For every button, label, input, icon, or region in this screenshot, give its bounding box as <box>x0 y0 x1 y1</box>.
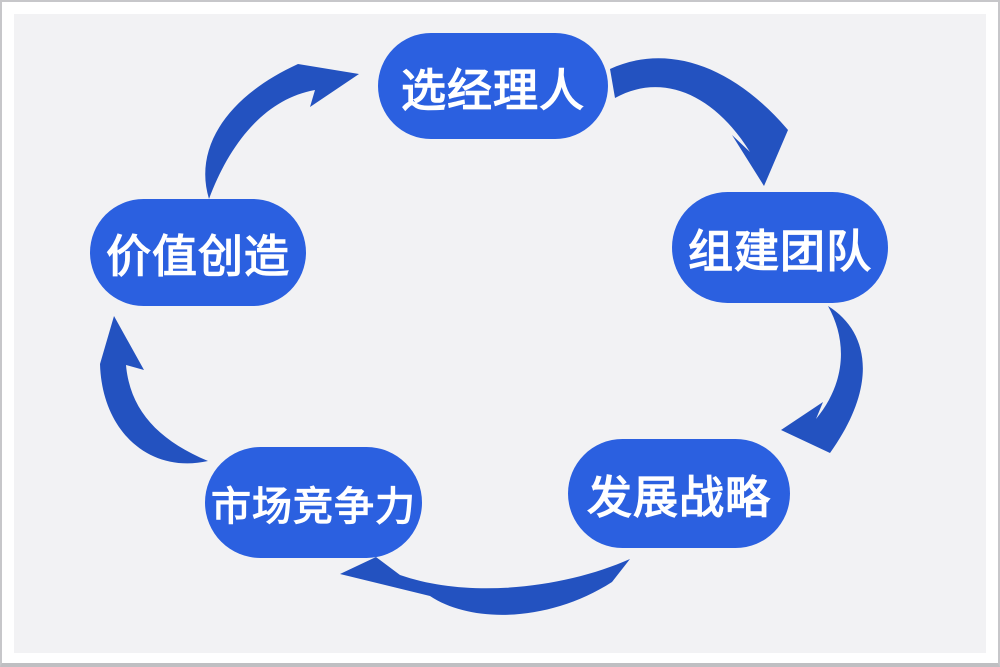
node-build-team-label: 组建团队 <box>687 226 872 277</box>
node-select-manager-label: 选经理人 <box>400 64 585 116</box>
node-value-creation: 价值创造 <box>90 199 306 306</box>
node-build-team: 组建团队 <box>672 192 888 303</box>
node-development-strategy-label: 发展战略 <box>586 472 771 523</box>
node-development-strategy: 发展战略 <box>568 439 790 548</box>
node-select-manager: 选经理人 <box>378 33 608 139</box>
node-market-competitiveness: 市场竞争力 <box>205 447 422 558</box>
node-value-creation-label: 价值创造 <box>105 231 290 282</box>
node-market-competitiveness-label: 市场竞争力 <box>211 484 416 529</box>
